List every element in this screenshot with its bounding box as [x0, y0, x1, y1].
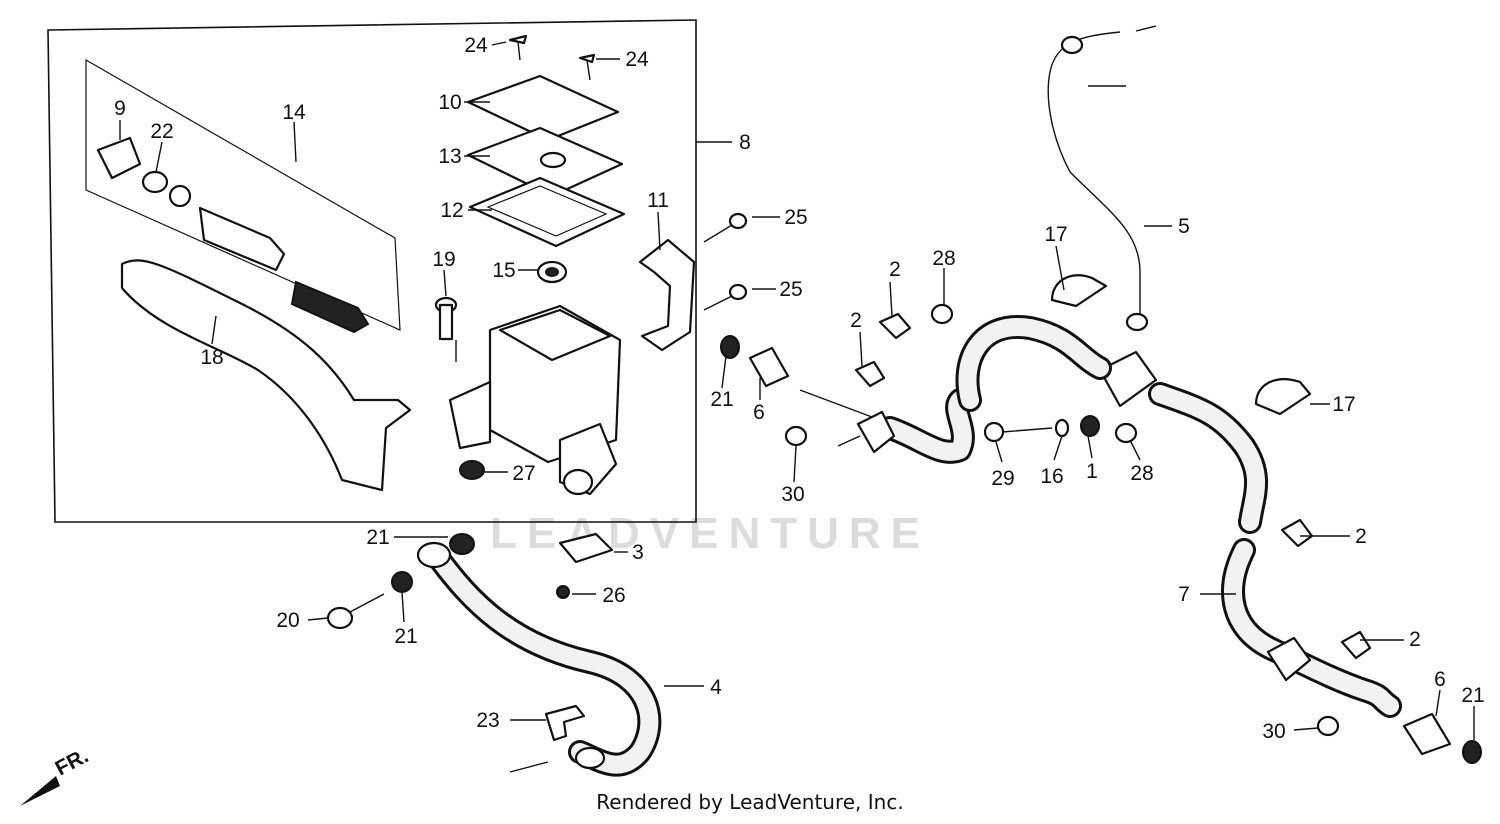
callout-21b: 21	[366, 526, 389, 549]
piston-kit-box	[85, 58, 401, 331]
callout-7: 7	[1178, 583, 1190, 606]
bolt-part-28a	[930, 303, 954, 325]
brake-lever-part	[120, 259, 412, 492]
callout-13: 13	[438, 145, 461, 168]
fitting-part-6b	[1402, 712, 1452, 756]
screw-part-26	[556, 585, 570, 599]
callout-12: 12	[440, 199, 463, 222]
callout-21c: 21	[394, 625, 417, 648]
callout-6a: 6	[753, 401, 765, 424]
callout-30a: 30	[781, 483, 804, 506]
clamp-part-17b	[1254, 378, 1312, 416]
piston-kit-parts	[96, 136, 370, 334]
callout-2b: 2	[850, 309, 862, 332]
callout-28a: 28	[932, 247, 955, 270]
clamp-part-2c	[1280, 518, 1314, 548]
callout-2c: 2	[1355, 525, 1367, 548]
front-arrow	[20, 776, 60, 806]
callout-10: 10	[438, 91, 461, 114]
front-marker: FR.	[52, 744, 93, 780]
nut-part-1	[1080, 415, 1100, 437]
callout-9: 9	[114, 97, 126, 120]
callout-27: 27	[512, 462, 535, 485]
master-cylinder-body	[448, 304, 622, 496]
holder-part	[638, 238, 696, 352]
brake-hose-part-4	[416, 541, 662, 777]
three-way-joint	[955, 315, 1268, 534]
clamp-part-2d	[1340, 630, 1372, 660]
callout-29: 29	[991, 467, 1014, 490]
oil-bolt-part	[326, 593, 385, 630]
fitting-part-6a	[748, 346, 790, 388]
callout-24b: 24	[625, 48, 649, 71]
callout-16: 16	[1040, 465, 1063, 488]
bolt-part-25a	[703, 212, 748, 243]
callout-19: 19	[432, 248, 455, 271]
callout-18: 18	[200, 346, 223, 369]
callout-4: 4	[710, 676, 722, 699]
callout-5: 5	[1178, 215, 1190, 238]
center-brake-hose	[799, 388, 975, 464]
callout-11: 11	[647, 189, 669, 212]
assembly-box	[47, 19, 697, 523]
washer-part-21d	[1462, 740, 1482, 764]
callout-23: 23	[476, 709, 499, 732]
callout-6b: 6	[1434, 668, 1446, 691]
switch-part	[558, 532, 614, 564]
callout-22: 22	[150, 120, 173, 143]
bolt-part-28b	[1114, 422, 1138, 444]
bolt-part-29	[983, 421, 1053, 443]
washer-part-21a	[449, 533, 475, 555]
washer-part-21c	[720, 335, 740, 359]
diaphragm-part	[468, 176, 626, 248]
callout-25a: 25	[784, 206, 807, 229]
callout-14: 14	[282, 101, 306, 124]
brake-hose-part-7	[1221, 538, 1402, 718]
callout-15: 15	[492, 259, 515, 282]
washer-part-21b	[391, 571, 413, 593]
bolt-part-25b	[703, 283, 748, 311]
callout-26: 26	[602, 584, 625, 607]
callout-1: 1	[1086, 460, 1098, 483]
callout-21d: 21	[1461, 684, 1484, 707]
screw-part-24a	[508, 34, 528, 61]
clamp-part-17a	[1050, 274, 1108, 308]
screw-part-24b	[578, 53, 596, 81]
footer-credit: Rendered by LeadVenture, Inc.	[596, 790, 904, 814]
callout-28b: 28	[1130, 462, 1153, 485]
clip-part	[544, 704, 586, 742]
callout-2d: 2	[1409, 628, 1421, 651]
callout-21a: 21	[710, 388, 733, 411]
callout-2a: 2	[889, 258, 901, 281]
reservoir-cover-part	[466, 74, 620, 142]
callout-17b: 17	[1332, 393, 1355, 416]
washer-part-16	[1054, 418, 1070, 438]
callout-3: 3	[632, 541, 644, 564]
callout-30b: 30	[1262, 720, 1285, 743]
callout-20: 20	[276, 609, 299, 632]
watermark: LEADVENTURE	[490, 509, 930, 558]
callout-24a: 24	[464, 34, 488, 57]
callout-8: 8	[739, 131, 751, 154]
clamp-part-2b	[854, 360, 886, 388]
bolt-part-30b	[1316, 715, 1340, 737]
cap-part	[459, 460, 485, 480]
pivot-bolt-part	[434, 296, 458, 362]
bolt-part-30a	[784, 425, 808, 447]
clamp-part-2a	[878, 312, 912, 340]
callout-25b: 25	[779, 278, 802, 301]
callout-17a: 17	[1044, 223, 1067, 246]
